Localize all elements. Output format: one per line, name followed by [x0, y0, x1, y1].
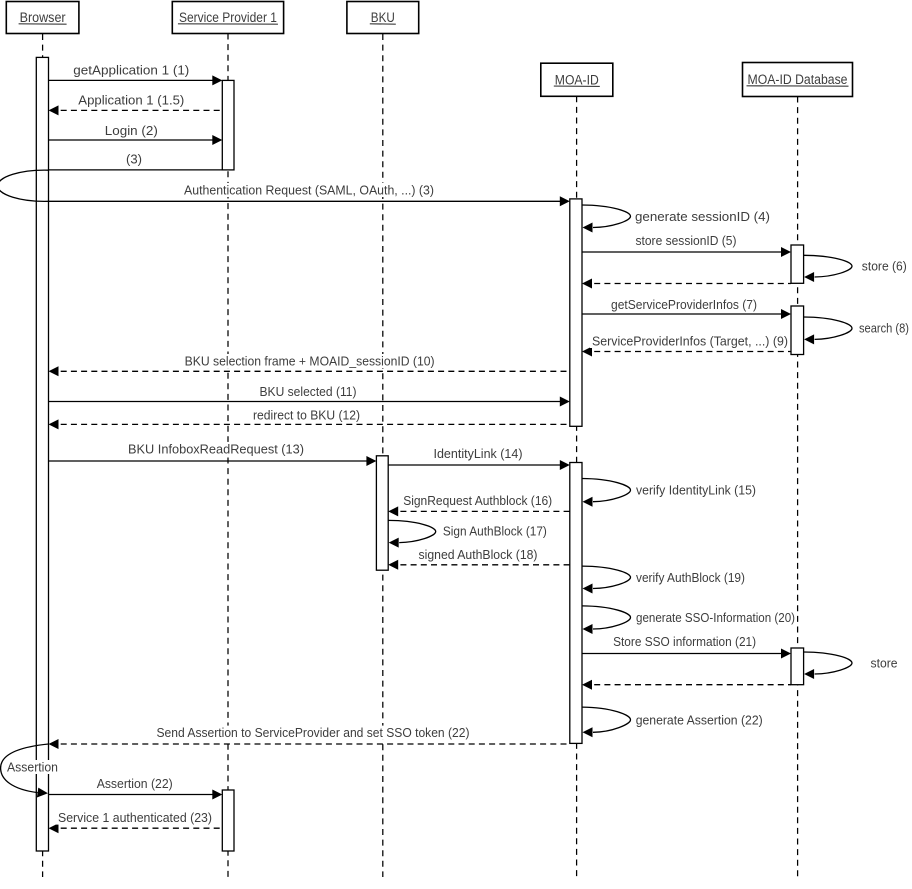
- svg-text:generate Assertion (22): generate Assertion (22): [636, 712, 763, 727]
- svg-text:getApplication 1 (1): getApplication 1 (1): [73, 63, 189, 78]
- svg-text:(3): (3): [126, 152, 142, 167]
- svg-text:verify IdentityLink (15): verify IdentityLink (15): [636, 483, 756, 498]
- svg-text:store: store: [871, 656, 898, 671]
- svg-text:search (8): search (8): [859, 321, 909, 336]
- svg-text:BKU InfoboxReadRequest (13): BKU InfoboxReadRequest (13): [128, 442, 304, 457]
- svg-text:BKU selected (11): BKU selected (11): [260, 384, 357, 399]
- svg-text:Send Assertion to ServiceProvi: Send Assertion to ServiceProvider and se…: [157, 725, 470, 740]
- svg-text:generate SSO-Information (20): generate SSO-Information (20): [636, 610, 795, 625]
- svg-text:Login (2): Login (2): [105, 123, 158, 138]
- svg-text:BKU selection frame + MOAID_se: BKU selection frame + MOAID_sessionID (1…: [185, 354, 435, 369]
- svg-text:MOA-ID: MOA-ID: [555, 72, 599, 87]
- svg-text:redirect to BKU (12): redirect to BKU (12): [253, 407, 360, 422]
- svg-text:Store SSO information (21): Store SSO information (21): [613, 634, 756, 649]
- svg-text:MOA-ID Database: MOA-ID Database: [748, 72, 848, 87]
- svg-text:Service Provider 1: Service Provider 1: [179, 10, 277, 25]
- svg-text:Authentication Request (SAML,: Authentication Request (SAML, OAuth, ...…: [184, 183, 434, 198]
- svg-text:Application 1 (1.5): Application 1 (1.5): [78, 93, 184, 108]
- svg-text:generate sessionID (4): generate sessionID (4): [635, 209, 770, 224]
- svg-text:Sign AuthBlock (17): Sign AuthBlock (17): [443, 523, 547, 538]
- svg-text:SignRequest Authblock (16): SignRequest Authblock (16): [403, 493, 552, 508]
- svg-text:verify AuthBlock (19): verify AuthBlock (19): [636, 570, 745, 585]
- svg-text:store (6): store (6): [862, 259, 907, 274]
- svg-text:Assertion (22): Assertion (22): [97, 776, 173, 791]
- svg-text:Service 1 authenticated (23): Service 1 authenticated (23): [58, 810, 212, 825]
- svg-text:IdentityLink (14): IdentityLink (14): [434, 446, 523, 461]
- svg-text:store sessionID (5): store sessionID (5): [636, 233, 737, 248]
- svg-text:signed AuthBlock (18): signed AuthBlock (18): [419, 547, 538, 562]
- svg-text:Assertion: Assertion: [7, 760, 58, 775]
- svg-text:BKU: BKU: [371, 10, 395, 25]
- svg-text:getServiceProviderInfos (7): getServiceProviderInfos (7): [611, 297, 757, 312]
- svg-text:Browser: Browser: [20, 10, 66, 25]
- svg-text:ServiceProviderInfos (Target,: ServiceProviderInfos (Target, ...) (9): [592, 334, 788, 349]
